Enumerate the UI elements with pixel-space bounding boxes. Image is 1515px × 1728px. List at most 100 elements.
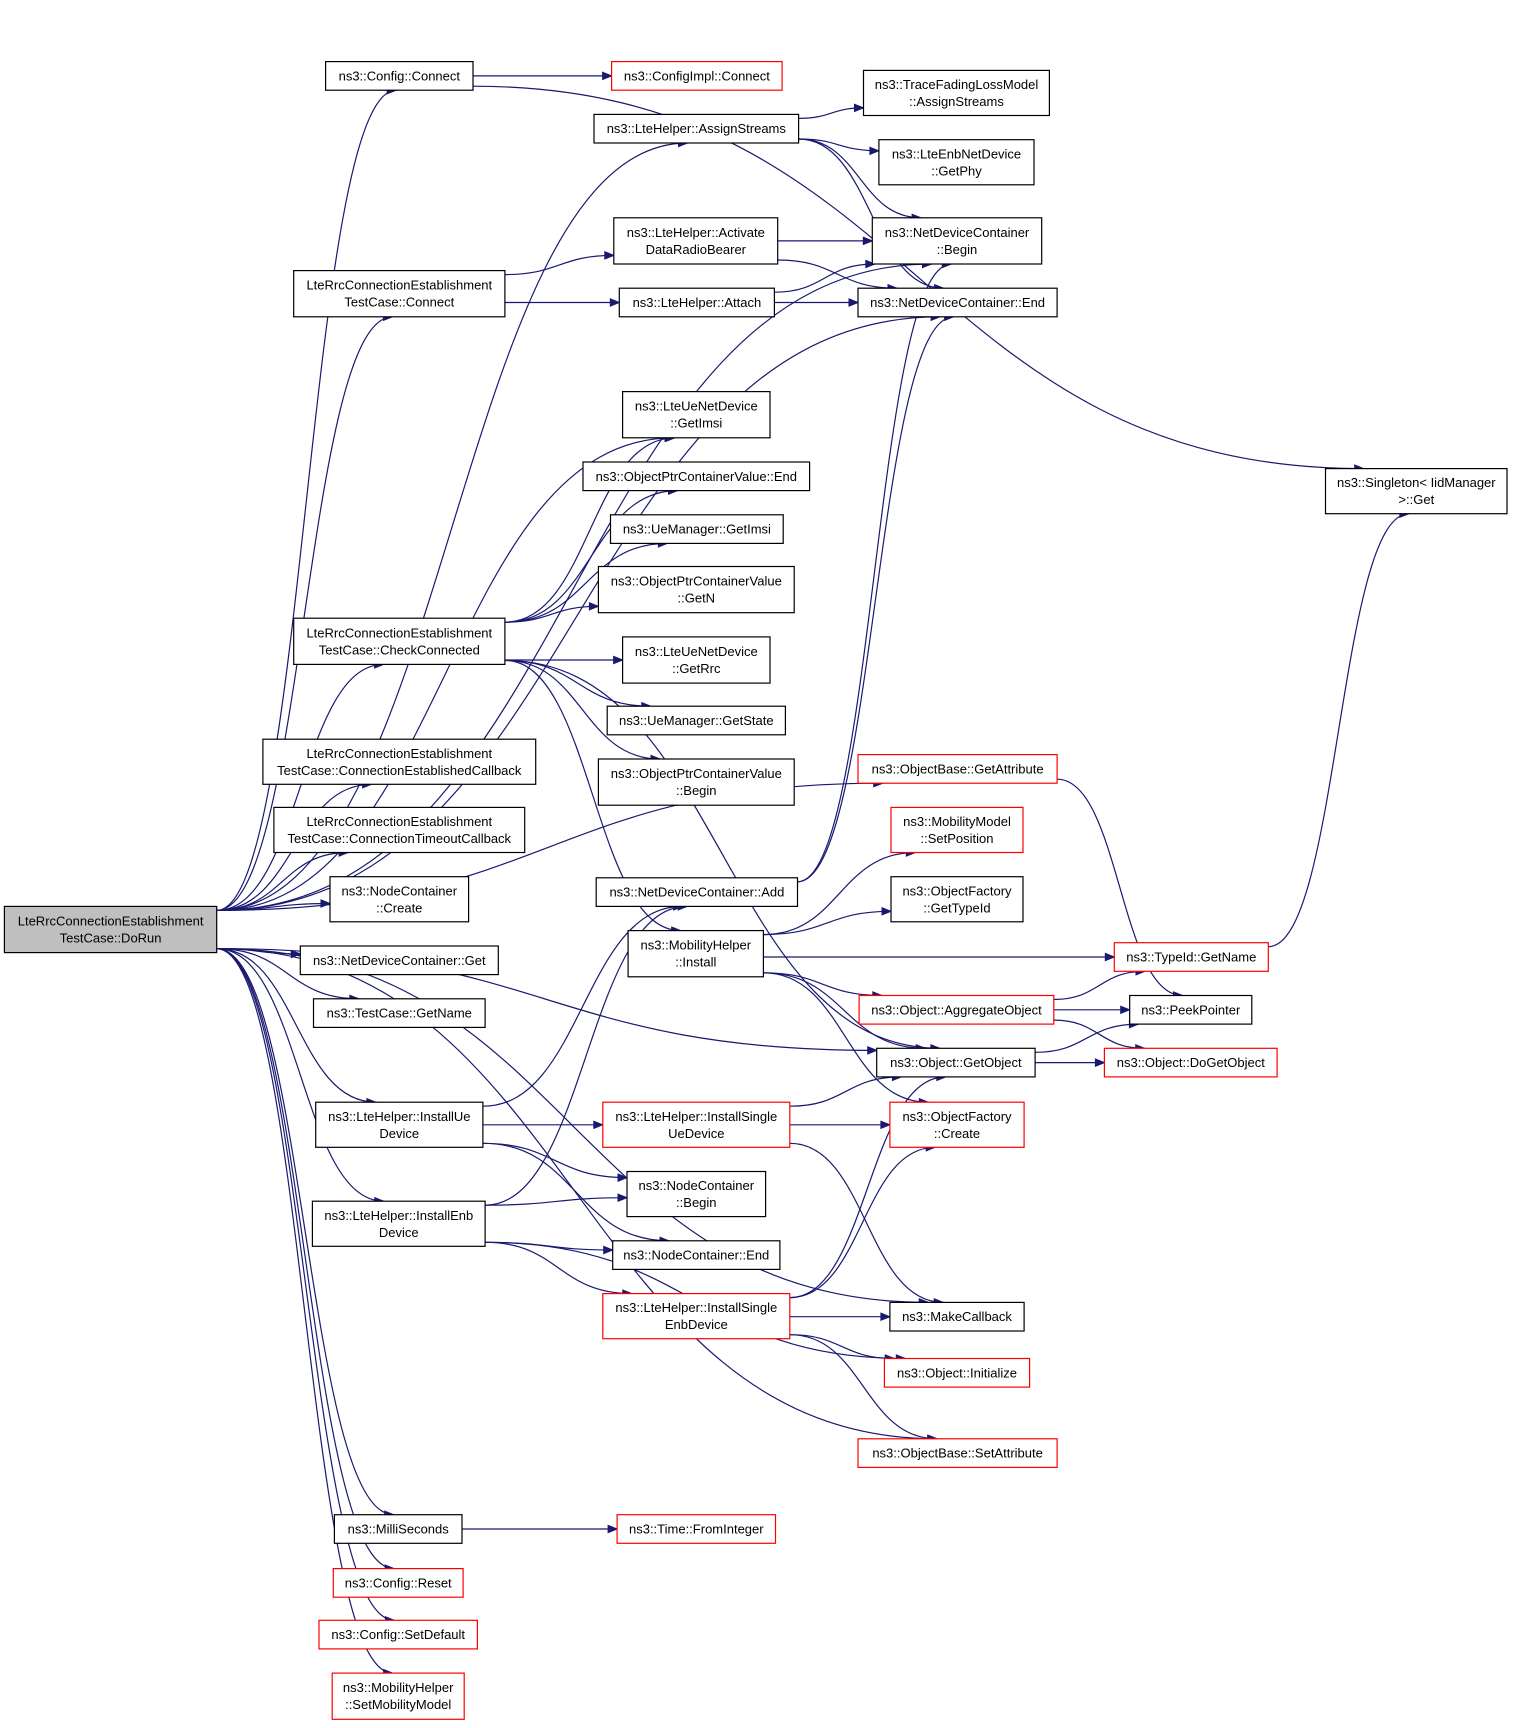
node-box[interactable] <box>1129 994 1253 1025</box>
node-box[interactable] <box>315 1101 484 1148</box>
node-assignstreams[interactable]: ns3::LteHelper::AssignStreams <box>593 113 800 144</box>
node-ndc_begin[interactable]: ns3::NetDeviceContainer::Begin <box>871 217 1043 265</box>
node-estcb[interactable]: LteRrcConnectionEstablishmentTestCase::C… <box>262 738 537 785</box>
node-singleton[interactable]: ns3::Singleton< IidManager>::Get <box>1324 468 1508 515</box>
node-box[interactable] <box>582 461 811 492</box>
node-cfg_connect[interactable]: ns3::Config::Connect <box>325 60 474 91</box>
node-box[interactable] <box>857 753 1058 784</box>
node-ob_getattr[interactable]: ns3::ObjectBase::GetAttribute <box>857 753 1058 784</box>
node-enbgetphy[interactable]: ns3::LteEnbNetDevice::GetPhy <box>878 139 1035 186</box>
node-box[interactable] <box>876 1047 1036 1078</box>
node-box[interactable] <box>602 1292 791 1340</box>
node-ob_setattr[interactable]: ns3::ObjectBase::SetAttribute <box>857 1438 1058 1469</box>
node-uem_getstate[interactable]: ns3::UeManager::GetState <box>606 705 787 736</box>
node-ue_getimsi[interactable]: ns3::LteUeNetDevice::GetImsi <box>621 391 771 439</box>
node-checkconnected[interactable]: LteRrcConnectionEstablishmentTestCase::C… <box>293 617 506 666</box>
node-box[interactable] <box>621 391 771 439</box>
node-box[interactable] <box>311 1200 486 1247</box>
node-box[interactable] <box>597 758 795 806</box>
node-box[interactable] <box>293 617 506 666</box>
node-box[interactable] <box>293 270 506 318</box>
node-box[interactable] <box>1103 1047 1278 1078</box>
node-makecallback[interactable]: ns3::MakeCallback <box>889 1301 1025 1332</box>
node-box[interactable] <box>612 1240 781 1271</box>
node-getobject[interactable]: ns3::Object::GetObject <box>876 1047 1036 1078</box>
node-box[interactable] <box>312 998 486 1028</box>
node-cfg_reset[interactable]: ns3::Config::Reset <box>332 1567 464 1598</box>
node-box[interactable] <box>862 69 1050 117</box>
node-box[interactable] <box>597 565 795 614</box>
node-box[interactable] <box>1113 942 1269 972</box>
node-box[interactable] <box>606 705 787 736</box>
node-box[interactable] <box>613 217 779 265</box>
node-box[interactable] <box>333 1514 463 1544</box>
node-dogetobject[interactable]: ns3::Object::DoGetObject <box>1103 1047 1278 1078</box>
node-box[interactable] <box>883 1357 1031 1388</box>
node-box[interactable] <box>595 877 799 907</box>
node-nc_end[interactable]: ns3::NodeContainer::End <box>612 1240 781 1271</box>
node-box[interactable] <box>609 514 784 544</box>
node-box[interactable] <box>602 1101 791 1148</box>
node-box[interactable] <box>889 1101 1025 1148</box>
node-box[interactable] <box>890 876 1024 923</box>
node-of_gettypeid[interactable]: ns3::ObjectFactory::GetTypeId <box>890 876 1024 923</box>
node-box[interactable] <box>1324 468 1508 515</box>
node-box[interactable] <box>857 1438 1058 1469</box>
node-box[interactable] <box>318 1619 478 1650</box>
node-box[interactable] <box>890 806 1024 854</box>
node-ndc_add[interactable]: ns3::NetDeviceContainer::Add <box>595 877 799 907</box>
node-tc_getname[interactable]: ns3::TestCase::GetName <box>312 998 486 1028</box>
node-box[interactable] <box>618 287 775 318</box>
node-mm_setpos[interactable]: ns3::MobilityModel::SetPosition <box>890 806 1024 854</box>
node-nc_create[interactable]: ns3::NodeContainer::Create <box>329 876 470 923</box>
node-opcv_end[interactable]: ns3::ObjectPtrContainerValue::End <box>582 461 811 492</box>
node-box[interactable] <box>325 60 474 91</box>
node-box[interactable] <box>331 1672 465 1720</box>
node-box[interactable] <box>878 139 1035 186</box>
node-opcv_begin[interactable]: ns3::ObjectPtrContainerValue::Begin <box>597 758 795 806</box>
node-box[interactable] <box>889 1301 1025 1332</box>
node-opcv_getn[interactable]: ns3::ObjectPtrContainerValue::GetN <box>597 565 795 614</box>
node-box[interactable] <box>262 738 537 785</box>
node-box[interactable] <box>621 636 771 684</box>
node-box[interactable] <box>871 217 1043 265</box>
node-tracefading[interactable]: ns3::TraceFadingLossModel::AssignStreams <box>862 69 1050 117</box>
node-uem_getimsi[interactable]: ns3::UeManager::GetImsi <box>609 514 784 544</box>
node-box[interactable] <box>858 994 1055 1025</box>
node-ue_getrrc[interactable]: ns3::LteUeNetDevice::GetRrc <box>621 636 771 684</box>
node-box[interactable] <box>610 60 783 91</box>
node-box[interactable] <box>626 1170 767 1218</box>
node-cfgimpl_connect[interactable]: ns3::ConfigImpl::Connect <box>610 60 783 91</box>
node-box[interactable] <box>3 905 218 954</box>
node-attach[interactable]: ns3::LteHelper::Attach <box>618 287 775 318</box>
node-mh_install[interactable]: ns3::MobilityHelper::Install <box>627 929 764 978</box>
node-nc_begin[interactable]: ns3::NodeContainer::Begin <box>626 1170 767 1218</box>
node-timeoutcb[interactable]: LteRrcConnectionEstablishmentTestCase::C… <box>273 806 526 854</box>
node-box[interactable] <box>329 876 470 923</box>
node-box[interactable] <box>332 1567 464 1598</box>
node-peekpointer[interactable]: ns3::PeekPointer <box>1129 994 1253 1025</box>
node-box[interactable] <box>593 113 800 144</box>
node-of_create[interactable]: ns3::ObjectFactory::Create <box>889 1101 1025 1148</box>
node-mh_setmodel[interactable]: ns3::MobilityHelper::SetMobilityModel <box>331 1672 465 1720</box>
node-typeid_getname[interactable]: ns3::TypeId::GetName <box>1113 942 1269 972</box>
node-initialize[interactable]: ns3::Object::Initialize <box>883 1357 1031 1388</box>
node-ndc_get[interactable]: ns3::NetDeviceContainer::Get <box>299 945 499 976</box>
node-ndc_end[interactable]: ns3::NetDeviceContainer::End <box>857 287 1058 318</box>
node-cfg_setdefault[interactable]: ns3::Config::SetDefault <box>318 1619 478 1650</box>
node-milliseconds[interactable]: ns3::MilliSeconds <box>333 1514 463 1544</box>
node-box[interactable] <box>857 287 1058 318</box>
node-box[interactable] <box>616 1514 777 1544</box>
node-dorun[interactable]: LteRrcConnectionEstablishmentTestCase::D… <box>3 905 218 954</box>
node-box[interactable] <box>627 929 764 978</box>
node-box[interactable] <box>299 945 499 976</box>
node-tc_connect[interactable]: LteRrcConnectionEstablishmentTestCase::C… <box>293 270 506 318</box>
node-frominteger[interactable]: ns3::Time::FromInteger <box>616 1514 777 1544</box>
node-aggregate[interactable]: ns3::Object::AggregateObject <box>858 994 1055 1025</box>
node-box[interactable] <box>273 806 526 854</box>
